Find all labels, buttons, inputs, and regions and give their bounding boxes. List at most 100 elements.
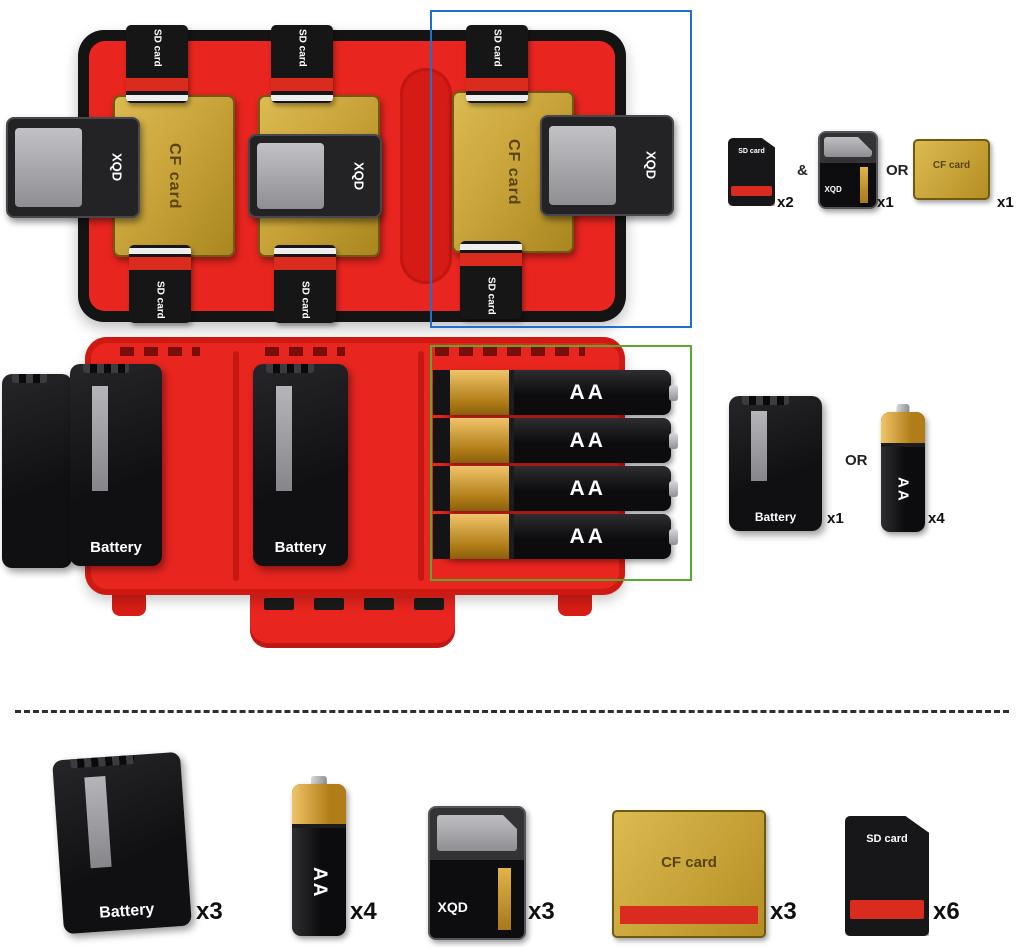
hinge-slot (414, 598, 444, 610)
sd-red-stripe (129, 257, 191, 270)
camera-battery-middle: Battery (253, 364, 348, 566)
callout-xqd-card: XQD (818, 131, 878, 209)
aa-negative-cap (433, 418, 450, 463)
case-vent-slots (435, 347, 585, 356)
aa-body: AA (292, 784, 346, 936)
sd-white-stripe (466, 95, 528, 101)
battery-sticker-stripe (751, 410, 768, 482)
sd-white-stripe (271, 95, 333, 101)
aa-ring (881, 443, 925, 448)
case-vent-slots (120, 347, 200, 356)
aa-positive-nub (669, 432, 678, 449)
sd-card-top-2: SD card (271, 25, 333, 103)
bottom-aa-battery: AA (292, 776, 346, 936)
sd-red-stripe (460, 253, 522, 266)
battery-label: Battery (90, 538, 142, 556)
bottom-xqd-card: XQD (428, 806, 526, 940)
aa-gold-band (449, 370, 510, 415)
sd-card-label: SD card (485, 277, 497, 315)
and-text: & (797, 162, 808, 179)
bottom-cf-qty: x3 (770, 898, 797, 925)
aa-battery-1: AA (433, 370, 678, 415)
hinge-slot (314, 598, 344, 610)
aa-positive-nub (896, 404, 910, 412)
dashed-divider-line (15, 710, 1009, 713)
battery-contacts (69, 754, 135, 769)
xqd-card-label: XQD (109, 153, 125, 182)
battery-contacts (742, 396, 789, 405)
bottom-sd-qty: x6 (933, 898, 960, 925)
bottom-xqd-qty: x3 (528, 898, 555, 925)
xqd-metal-panel (14, 127, 83, 208)
battery-contacts (82, 364, 129, 373)
callout-camera-battery: Battery (729, 396, 822, 531)
cf-card-label: CF card (166, 142, 183, 210)
xqd-card-1: XQD (6, 117, 140, 218)
battery-sticker-stripe (84, 776, 113, 868)
xqd-card-label: XQD (437, 898, 468, 915)
aa-ring (509, 514, 515, 559)
xqd-card-label: XQD (643, 151, 659, 180)
aa-gold-band (292, 784, 346, 824)
cf-card-label: CF card (661, 854, 717, 872)
bottom-cf-card: CF card (612, 810, 766, 938)
callout-cf-qty: x1 (997, 194, 1014, 211)
case-latch-tab-right (558, 592, 592, 616)
sd-card-bottom-3: SD card (460, 241, 522, 319)
xqd-metal-panel (436, 814, 518, 851)
xqd-gold-stripe (860, 167, 869, 203)
hinge-slot (364, 598, 394, 610)
sd-red-stripe (850, 900, 924, 920)
callout-sd-qty: x2 (777, 194, 794, 211)
aa-ring (292, 823, 346, 828)
camera-battery-left: Battery (70, 364, 162, 566)
battery-contacts (266, 364, 314, 373)
xqd-card-label: XQD (824, 184, 842, 194)
sd-card-label: SD card (866, 832, 908, 845)
sd-card-top-1: SD card (126, 25, 188, 103)
aa-positive-nub (669, 384, 678, 401)
case-divider-groove (233, 351, 239, 581)
aa-gold-band (449, 418, 510, 463)
camera-battery-left-outer (2, 374, 72, 568)
aa-gold-band (449, 514, 510, 559)
or-text-batteries: OR (845, 452, 868, 469)
aa-gold-band (881, 412, 925, 444)
hinge-slot (264, 598, 294, 610)
callout-aa-battery: AA (881, 404, 925, 532)
bottom-sd-card: SD card (845, 816, 929, 936)
xqd-metal-panel (256, 143, 325, 209)
aa-negative-cap (433, 466, 450, 511)
callout-cf-card: CF card (913, 139, 990, 200)
battery-label: Battery (274, 538, 327, 556)
cf-red-stripe (620, 906, 758, 924)
sd-card-label: SD card (151, 29, 163, 67)
sd-white-stripe (460, 244, 522, 250)
sd-card-label: SD card (154, 281, 166, 319)
aa-label: AA (309, 867, 330, 899)
xqd-card-2: XQD (248, 134, 382, 218)
case-hinge-flap (250, 590, 455, 648)
sd-card-top-3: SD card (466, 25, 528, 103)
sd-white-stripe (274, 248, 336, 254)
sd-card-label: SD card (491, 29, 503, 67)
bottom-camera-battery: Battery (52, 751, 192, 935)
cf-card-label: CF card (505, 138, 522, 206)
callout-xqd-qty: x1 (877, 194, 894, 211)
bottom-battery-qty: x3 (196, 898, 223, 925)
callout-sd-card: SD card (728, 138, 775, 206)
callout-battery-qty: x1 (827, 510, 844, 527)
bottom-aa-qty: x4 (350, 898, 377, 925)
aa-negative-cap (433, 514, 450, 559)
aa-label: AA (894, 477, 912, 503)
aa-label: AA (569, 476, 606, 500)
aa-ring (509, 466, 515, 511)
card-case-center-ridge (400, 68, 452, 284)
aa-ring (509, 418, 515, 463)
sd-red-stripe (730, 185, 773, 197)
sd-red-stripe (466, 78, 528, 91)
xqd-card-3: XQD (540, 115, 674, 216)
battery-sticker-stripe (275, 386, 292, 492)
cf-card-label: CF card (932, 160, 971, 172)
sd-card-label: SD card (299, 281, 311, 319)
